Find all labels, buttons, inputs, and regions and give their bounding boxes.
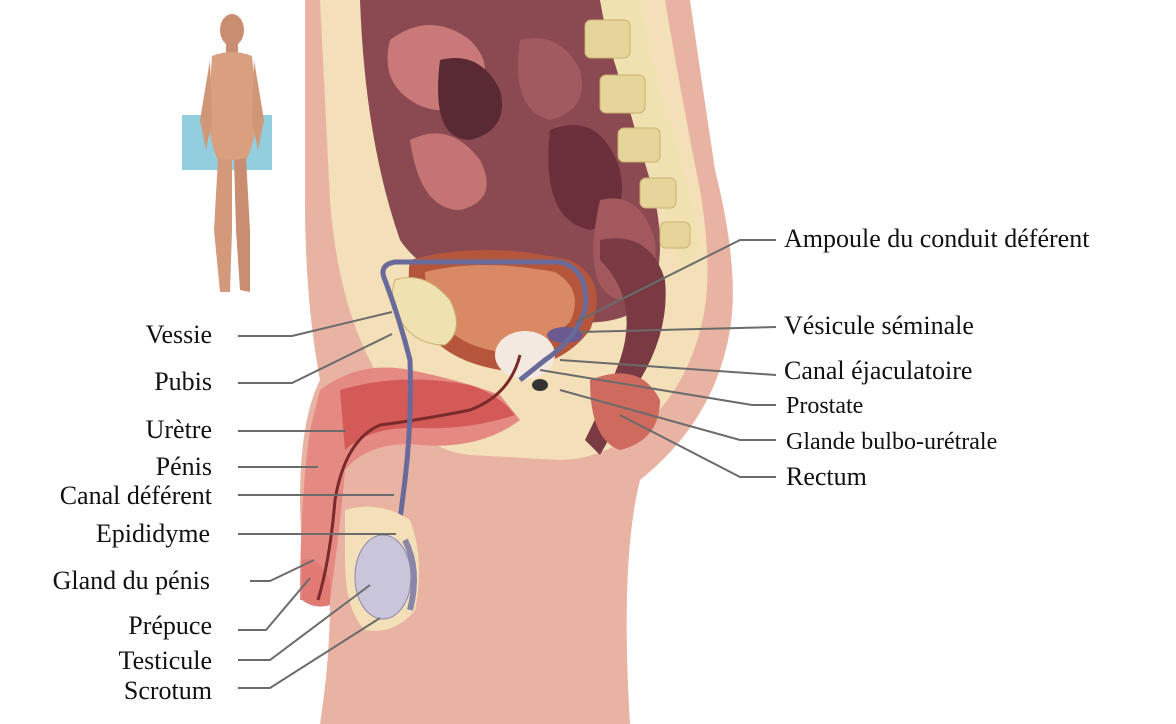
- label-canal-ejac: Canal éjaculatoire: [784, 358, 972, 384]
- label-prostate: Prostate: [786, 394, 863, 418]
- human-figure-thumbnail: [182, 14, 272, 292]
- label-penis: Pénis: [90, 454, 212, 480]
- label-epididyme: Epididyme: [40, 521, 210, 547]
- label-vesicule: Vésicule séminale: [784, 313, 974, 339]
- label-canal-deferent: Canal déférent: [10, 483, 212, 509]
- body-section: [300, 0, 733, 724]
- label-scrotum: Scrotum: [60, 678, 212, 704]
- label-glande: Glande bulbo-urétrale: [786, 430, 997, 454]
- label-rectum: Rectum: [786, 464, 867, 490]
- label-vessie: Vessie: [110, 322, 212, 348]
- label-prepuce: Prépuce: [60, 613, 212, 639]
- label-ampoule: Ampoule du conduit déférent: [784, 226, 1089, 252]
- leader-prepuce: [238, 578, 310, 630]
- label-pubis: Pubis: [110, 369, 212, 395]
- label-uretre: Urètre: [90, 417, 212, 443]
- label-testicule: Testicule: [60, 648, 212, 674]
- label-gland: Gland du pénis: [8, 568, 210, 594]
- testicle-shape: [355, 535, 411, 619]
